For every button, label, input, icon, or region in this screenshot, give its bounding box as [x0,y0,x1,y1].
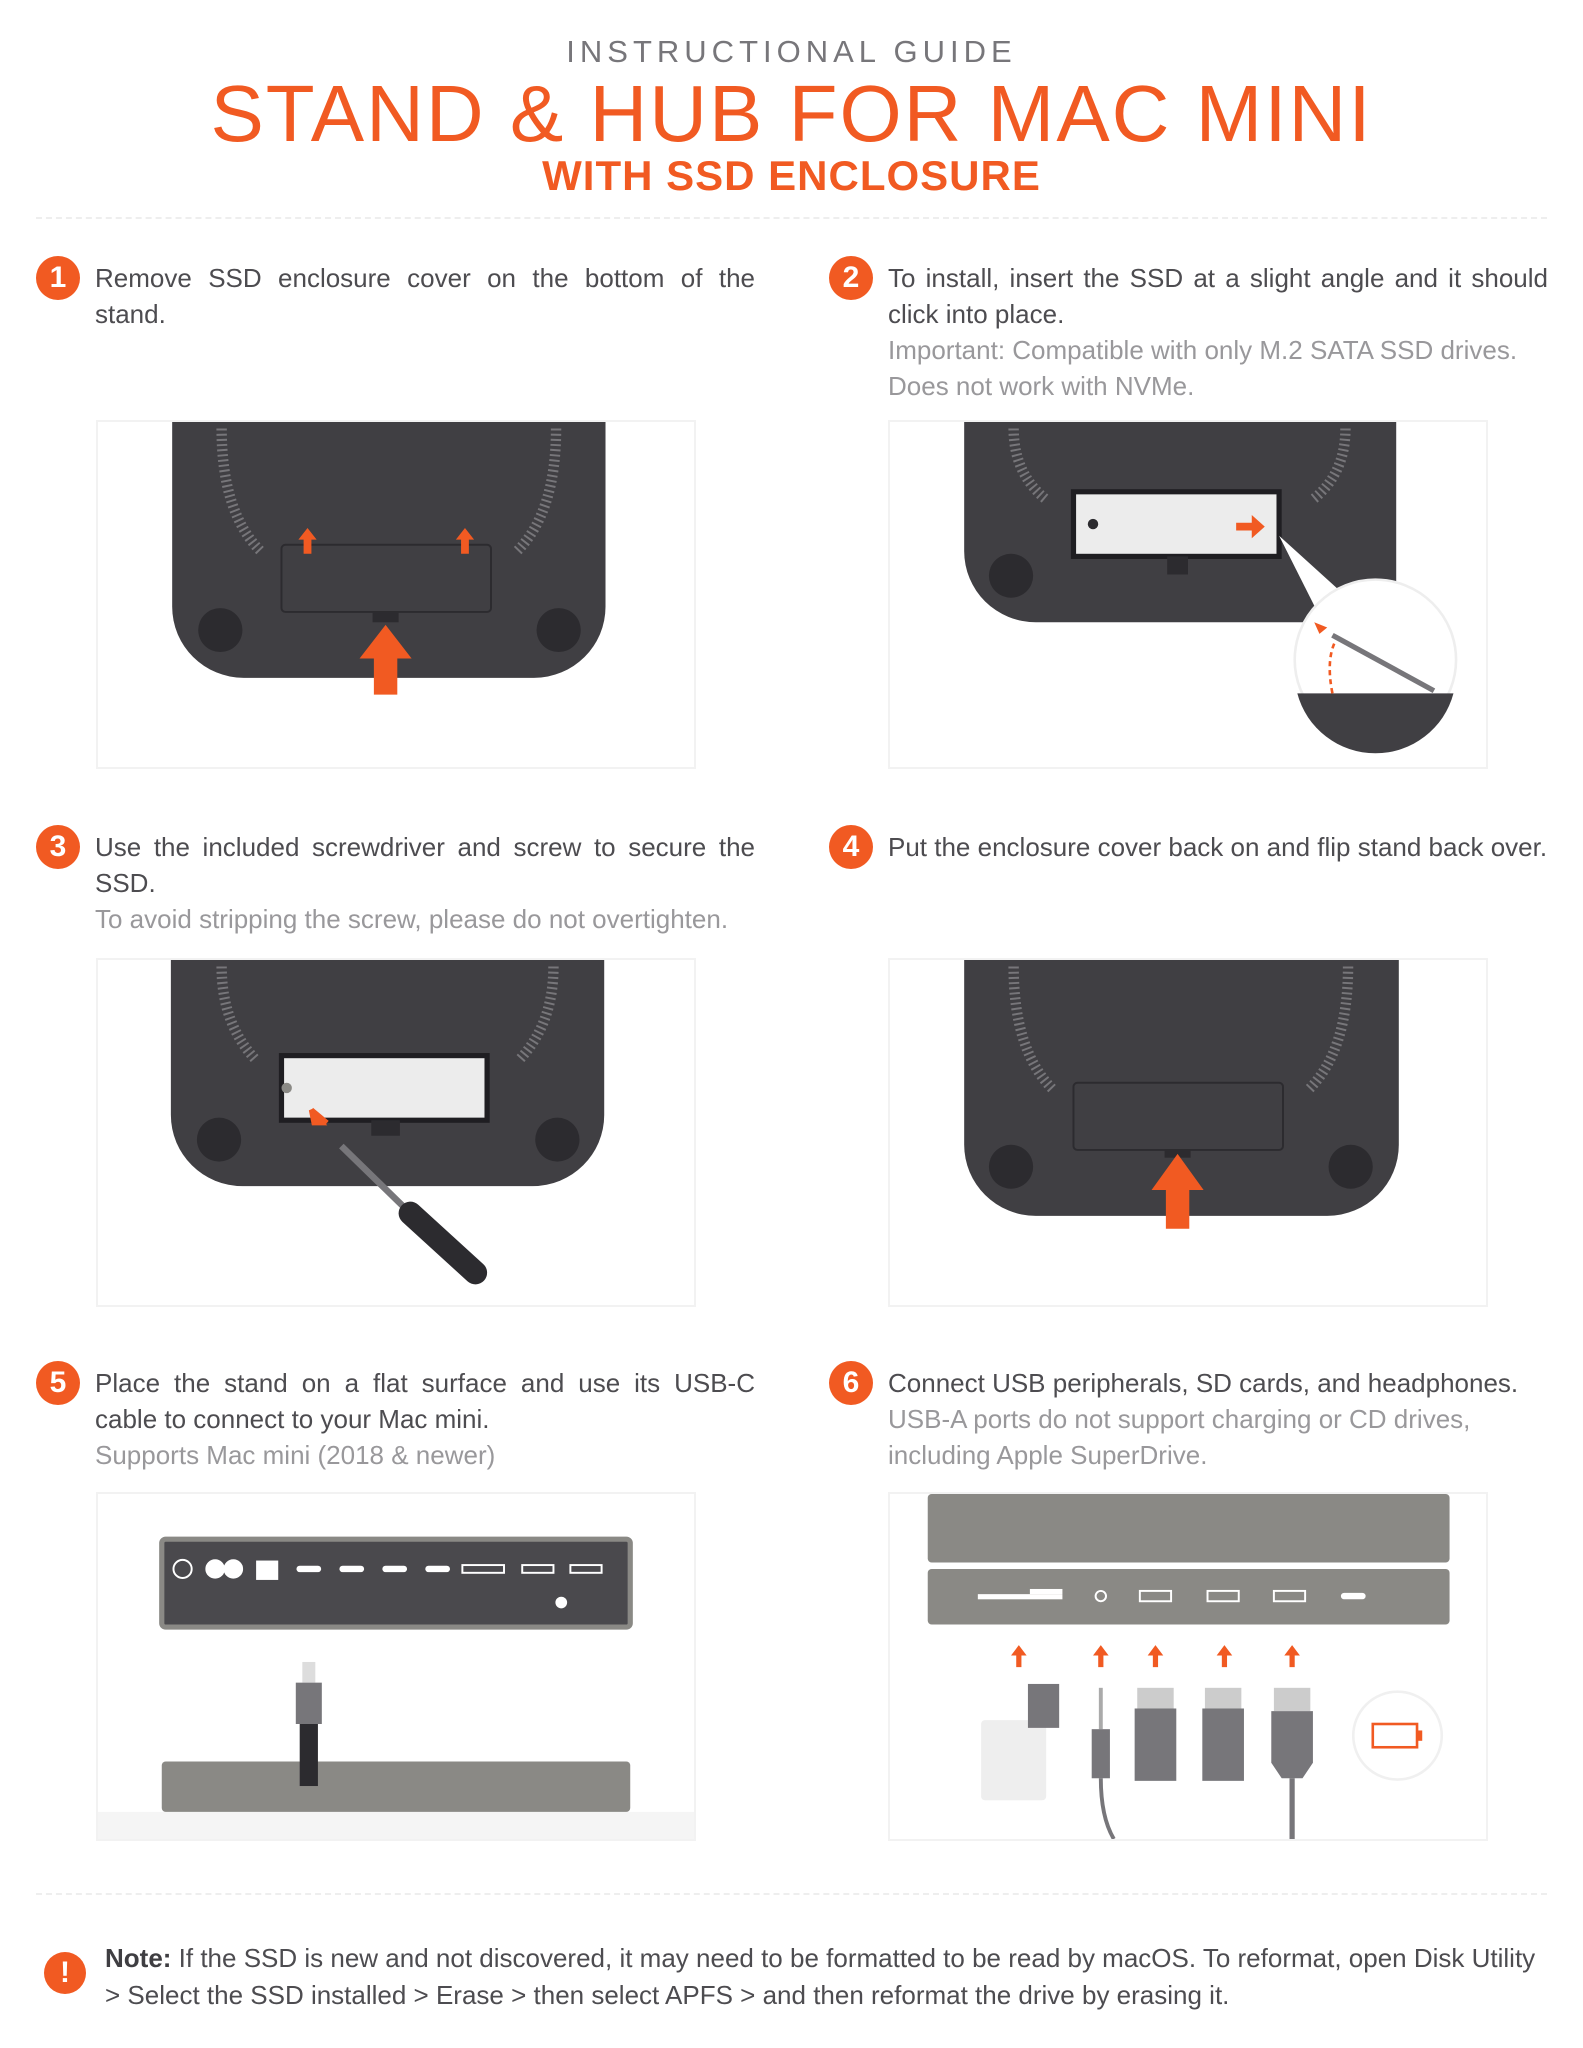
step-note: To avoid stripping the screw, please do … [95,904,729,934]
step-note: Supports Mac mini (2018 & newer) [95,1440,496,1470]
stand-bottom [172,422,606,678]
arrow-up-icon [1011,1645,1300,1668]
step-number-badge: 4 [829,825,873,869]
step-number-badge: 3 [36,825,80,869]
foot [198,608,243,652]
foot [536,608,581,652]
sd-card-icon [981,1720,1047,1801]
step-note: USB-A ports do not support charging or C… [888,1404,1471,1470]
arrow-up-icon [1151,1153,1204,1229]
microsd-icon [1027,1683,1060,1728]
step-text: Put the enclosure cover back on and flip… [888,829,1548,865]
divider [36,1893,1547,1895]
hub-port-strip [927,1568,1450,1625]
arrow-right-icon [1236,515,1265,539]
usb-c-cable [295,1682,322,1724]
step-instruction: To install, insert the SSD at a slight a… [888,263,1548,329]
step-text: Remove SSD enclosure cover on the bottom… [95,260,755,332]
step-number-badge: 1 [36,256,80,300]
step-instruction: Remove SSD enclosure cover on the bottom… [95,263,755,329]
step-text: To install, insert the SSD at a slight a… [888,260,1548,404]
step-number-badge: 5 [36,1361,80,1405]
step-text: Place the stand on a flat surface and us… [95,1365,755,1473]
step-instruction: Connect USB peripherals, SD cards, and h… [888,1368,1519,1398]
step-note: Important: Compatible with only M.2 SATA… [888,335,1518,401]
illustration-connect-mac [96,1492,696,1841]
illustration-replace-cover [888,958,1488,1307]
page-title: STAND & HUB FOR MAC MINI [210,69,1373,158]
step-number-badge: 6 [829,1361,873,1405]
illustration-connect-peripherals [888,1492,1488,1841]
step-text: Use the included screwdriver and screw t… [95,829,755,937]
illustration-remove-cover [96,420,696,769]
illustration-screw-ssd [96,958,696,1307]
note-text: If the SSD is new and not discovered, it… [105,1943,1536,2010]
screwdriver-icon [339,1143,413,1216]
step-instruction: Place the stand on a flat surface and us… [95,1368,755,1434]
hub-front [159,1536,633,1630]
footer-note: Note: If the SSD is new and not discover… [105,1940,1555,2014]
note-label: Note: [105,1943,172,1973]
step-instruction: Put the enclosure cover back on and flip… [888,832,1548,862]
headphone-jack-icon [1091,1729,1110,1779]
usb-drive-icon [1134,1708,1177,1781]
step-instruction: Use the included screwdriver and screw t… [95,832,755,898]
usb-drive-icon [1202,1708,1244,1781]
hub-top [927,1494,1450,1563]
divider [36,217,1547,219]
page-subtitle: WITH SSD ENCLOSURE [542,152,1041,199]
arrow-up-icon [298,527,475,695]
stand-side [161,1761,631,1812]
illustration-insert-ssd [888,420,1488,769]
step-text: Connect USB peripherals, SD cards, and h… [888,1365,1548,1473]
step-number-badge: 2 [829,256,873,300]
usb-cable-icon [1271,1711,1313,1779]
no-charging-icon [1351,1690,1444,1781]
guide-kicker: INSTRUCTIONAL GUIDE [566,34,1017,69]
exclamation-icon: ! [44,1952,86,1994]
